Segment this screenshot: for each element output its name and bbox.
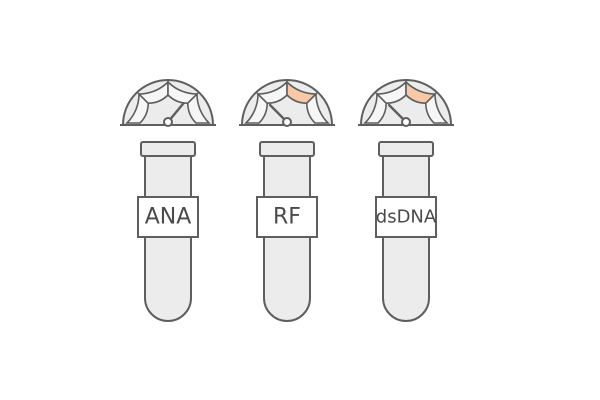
tube-cap-ana: [140, 141, 196, 157]
test-tube-ana: ANA: [120, 79, 216, 322]
tube-label-box-dsdna: [375, 196, 437, 238]
gauge-segment: [424, 92, 449, 124]
tube-label-box-rf: [256, 196, 318, 238]
tube-label-rf: RF: [273, 205, 301, 230]
gauge-rf: [239, 79, 335, 127]
tube-label-box-ana: [137, 196, 199, 238]
tube-cap-dsdna: [378, 141, 434, 157]
gauge-hub: [401, 117, 411, 127]
tube-label-dsdna: dsDNA: [376, 207, 437, 228]
test-tube-dsdna: dsDNA: [358, 79, 454, 322]
tube-label-ana: ANA: [145, 205, 192, 230]
tube-cap-rf: [259, 141, 315, 157]
gauge-hub: [282, 117, 292, 127]
gauge-ana: [120, 79, 216, 127]
gauge-segment: [186, 92, 211, 124]
gauge-dsdna: [358, 79, 454, 127]
test-tube-rf: RF: [239, 79, 335, 322]
gauge-segment: [305, 92, 330, 124]
gauge-hub: [163, 117, 173, 127]
